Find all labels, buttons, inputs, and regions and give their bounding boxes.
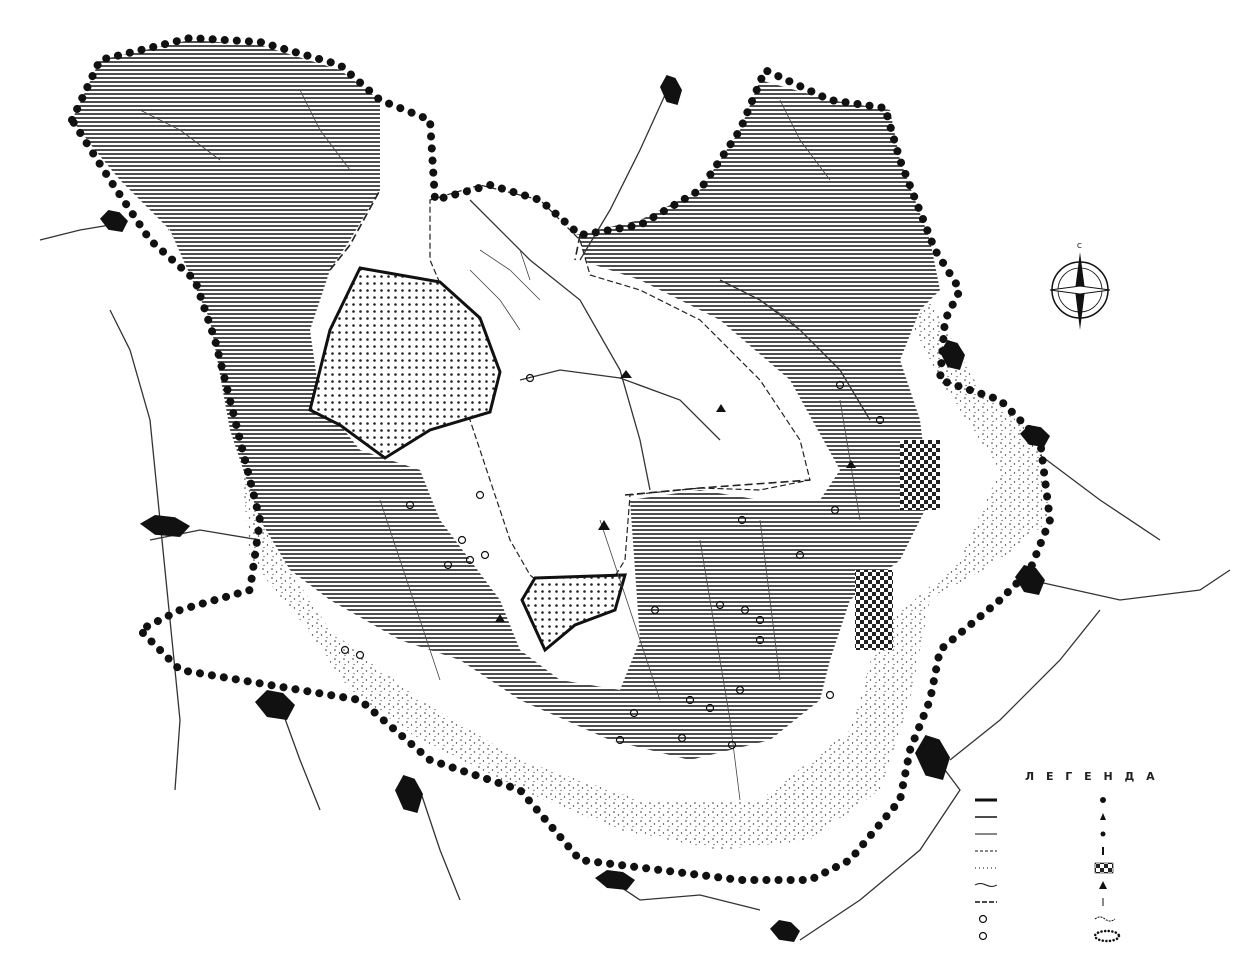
spring-marker [443,560,453,570]
town-east-2 [1020,425,1050,447]
spring-marker [457,535,467,545]
spring-marker [615,735,625,745]
spring-marker [735,685,745,695]
legend-item-park-boundary [1093,929,1121,943]
spring-marker [737,515,747,525]
streams [139,89,861,801]
legend-item-hunting-lodge [1100,813,1106,820]
legend-item-river-stream [974,883,998,887]
spring-marker [480,550,490,560]
spring-marker [727,740,737,750]
legend-title: Л Е Г Е Н Д А [1025,770,1159,783]
town-sw [255,690,295,720]
legend-item-forest-house [1100,797,1106,803]
spring-marker [715,600,725,610]
forest-area-west [72,40,940,760]
svg-text:С: С [1077,242,1082,250]
legend-item-spring [978,914,988,924]
town-se [915,735,950,780]
checker-reserve-1 [900,440,940,510]
town-north [660,75,682,105]
town-east-1 [940,340,965,370]
spring-marker [629,708,639,718]
park-boundary [67,33,1055,884]
town-east-3 [1015,565,1045,595]
spring-marker [825,690,835,700]
stippled-belt [110,160,1050,850]
spring-marker [677,733,687,743]
spring-marker [835,380,845,390]
town-south [395,775,423,813]
spring-marker [475,490,485,500]
spring-marker [465,555,475,565]
spring-marker [795,550,805,560]
town-nw [100,210,128,232]
spring-marker [755,615,765,625]
legend-item-resting-place [1100,831,1106,837]
spring-marker [755,635,765,645]
legend-item-fountain [978,931,988,941]
legend-item-reserve-area [1094,862,1114,874]
spring-marker [525,373,535,383]
spring-marker [705,703,715,713]
spring-marker [405,500,415,510]
peak-markers [495,370,856,622]
legend-item-peak [1099,881,1107,889]
spring-marker [355,650,365,660]
town-se-bottom [770,920,800,942]
compass-rose-icon: С [1049,242,1111,330]
legend-column-left [974,798,998,941]
spring-marker [340,645,350,655]
reserve-block-nw [308,266,502,460]
town-west [140,515,190,537]
checker-reserve-2 [855,570,893,650]
internal-borders [329,189,811,496]
spring-marker [875,415,885,425]
spring-marker [685,695,695,705]
spring-marker [830,505,840,515]
spring-marker [650,605,660,615]
legend-item-water-area [1094,916,1116,922]
spring-markers [340,373,885,750]
legend-column-right [1093,797,1121,943]
spring-marker [740,605,750,615]
map-legend: Л Е Г Е Н Д А [974,770,1159,943]
town-south-center [595,870,635,890]
reserve-block-center [520,573,628,653]
towns-layer [100,75,1050,942]
